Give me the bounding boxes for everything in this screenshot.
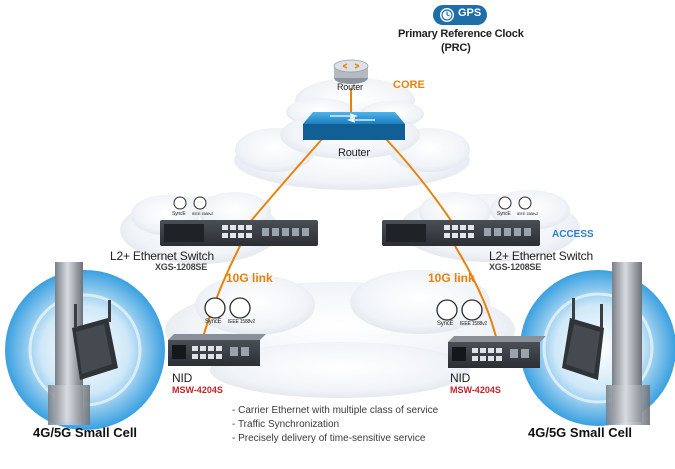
switch-right [382,220,540,246]
switch-left-model: XGS-1208SE [155,262,208,272]
small-cell-left-label: 4G/5G Small Cell [33,425,138,440]
prc-subtitle: (PRC) [441,42,471,54]
feature-item: Precisely delivery of time-sensitive ser… [232,432,438,446]
synce-badge-text: SyncE [172,211,186,217]
synce-icon-large [204,297,483,321]
router-icon-label: Router [337,82,363,92]
small-cell-unit-right [562,298,604,380]
gps-badge [433,5,487,25]
nid-left-title: NID [172,371,193,385]
ieee-badge-text: IEEE 1588v2 [228,319,255,325]
switch-left-title: L2+ Ethernet Switch [110,249,214,263]
synce-badge-text: SyncE [497,211,511,217]
nid-right-title: NID [450,371,471,385]
switch-left [160,220,318,246]
small-cell-right-label: 4G/5G Small Cell [528,425,633,440]
router-icon [333,59,369,84]
feature-list: Carrier Ethernet with multiple class of … [232,404,438,446]
synce-badge-text: SyncE [437,321,454,327]
nid-right [448,336,546,368]
access-label: ACCESS [552,229,594,240]
small-cell-unit-left [72,300,118,380]
synce-badge-text: SyncE [205,319,222,325]
feature-item: Carrier Ethernet with multiple class of … [232,404,438,418]
nid-left-model: MSW-4204S [172,385,223,395]
feature-item: Traffic Synchronization [232,418,438,432]
router-label: Router [338,147,370,159]
ieee-badge-text: IEEE 1588v2 [460,321,487,327]
ieee-badge-text: IEEE 1588v2 [517,211,539,216]
core-label: CORE [393,79,425,91]
switch-right-title: L2+ Ethernet Switch [489,249,593,263]
ieee-badge-text: IEEE 1588v2 [192,211,214,216]
core-router-switch [303,112,405,140]
link-left-label: 10G link [226,271,273,285]
prc-title: Primary Reference Clock [398,28,524,40]
nid-right-model: MSW-4204S [450,385,501,395]
synce-icon [173,196,532,210]
gps-label: GPS [458,7,482,19]
switch-right-model: XGS-1208SE [489,262,542,272]
link-right-label: 10G link [428,271,475,285]
radio-wave-right [542,292,654,404]
nid-left [168,334,266,366]
